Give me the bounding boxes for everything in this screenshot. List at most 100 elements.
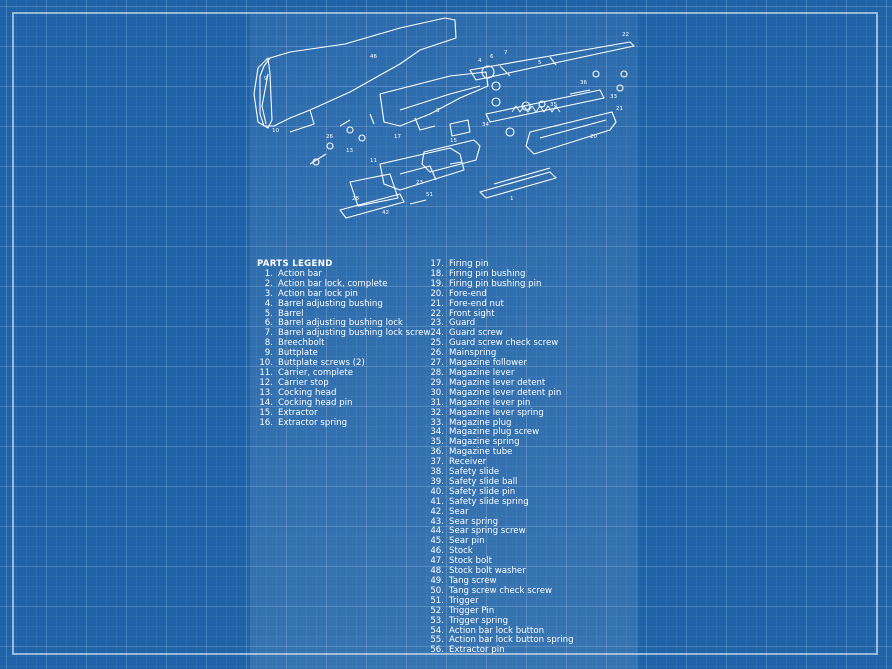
legend-item-number: 3.: [264, 288, 273, 299]
callout-label: 5: [538, 60, 542, 66]
breechbolt-drawing: [421, 139, 481, 173]
legend-item-number: 16.: [259, 417, 273, 428]
callout-label: 7: [504, 50, 508, 56]
legend-item-number: 29.: [430, 377, 444, 388]
legend-item: 36.Magazine tube: [430, 447, 574, 458]
callout-label: 6: [490, 54, 494, 60]
legend-item: 17.Firing pin: [430, 259, 574, 270]
legend-item: 20.Fore-end: [430, 288, 574, 300]
legend-item-number: 12.: [259, 377, 273, 388]
legend-item-name: Extractor spring: [278, 417, 348, 428]
legend-item-number: 48.: [430, 566, 444, 577]
legend-item: 31.Magazine lever pin: [430, 398, 574, 409]
legend-item-name: Carrier stop: [278, 377, 329, 388]
legend-item-name: Safety slide ball: [449, 476, 518, 487]
legend-item-number: 26.: [430, 348, 444, 359]
legend-item: 9.Buttplate: [257, 348, 431, 359]
legend-item-number: 37.: [430, 457, 444, 468]
legend-item: 13.Cocking head: [257, 388, 431, 399]
legend-item-name: Action bar lock, complete: [278, 278, 388, 289]
legend-item: 42.Sear: [430, 506, 574, 518]
legend-item: 40.Safety slide pin: [430, 487, 574, 498]
legend-item-name: Action bar lock pin: [278, 288, 358, 299]
legend-item-number: 9.: [264, 348, 273, 359]
legend-item: 32.Magazine lever spring: [430, 407, 574, 419]
legend-item: 5.Barrel: [257, 309, 431, 320]
legend-item-number: 21.: [430, 298, 444, 309]
legend-item-name: Magazine lever spring: [449, 407, 544, 418]
callout-label: 15: [450, 138, 457, 144]
legend-item-name: Action bar lock button: [449, 625, 545, 636]
legend-item-name: Action bar: [278, 268, 322, 279]
legend-item-name: Firing pin bushing pin: [449, 278, 542, 289]
legend-item-name: Magazine plug screw: [449, 427, 540, 438]
legend-item-name: Fore-end: [449, 288, 487, 299]
legend-item-name: Firing pin: [449, 259, 489, 269]
legend-item-number: 52.: [430, 605, 444, 616]
legend-item-number: 22.: [430, 308, 444, 319]
legend-item: 34.Magazine plug screw: [430, 428, 574, 438]
legend-item: 45.Sear pin: [430, 536, 574, 547]
legend-item-number: 10.: [259, 358, 273, 369]
legend-item-name: Sear spring screw: [449, 526, 526, 537]
legend-item-number: 4.: [264, 298, 273, 309]
legend-item: 12. Carrier stop: [257, 377, 431, 389]
legend-item-name: Receiver: [449, 457, 487, 468]
legend-item-name: Extractor: [278, 407, 318, 418]
legend-item: 21.Fore-end nut: [430, 298, 574, 310]
legend-item-name: Front sight: [449, 308, 495, 319]
legend-item-number: 43.: [430, 516, 444, 527]
legend-item: 54.Action bar lock button: [430, 625, 574, 637]
legend-item-number: 8.: [264, 338, 273, 349]
legend-item-name: Stock bolt: [449, 556, 492, 567]
legend-item: 11.Carrier, complete: [257, 368, 431, 379]
legend-item-name: Barrel adjusting bushing lock screw: [278, 328, 431, 339]
legend-item: 50.Tang screw check screw: [430, 585, 574, 597]
legend-item-number: 19.: [430, 278, 444, 289]
legend-item-name: Stock: [449, 546, 473, 557]
legend-item-name: Magazine spring: [449, 437, 520, 448]
legend-item: 8.Breechbolt: [257, 338, 431, 349]
legend-item-number: 55.: [430, 635, 444, 646]
buttplate-drawing: [253, 57, 273, 129]
legend-item: 55.Action bar lock button spring: [430, 635, 573, 646]
legend-item-number: 2.: [264, 278, 273, 289]
callout-label: 21: [616, 106, 623, 112]
legend-item: 23.Guard: [430, 319, 574, 329]
legend-item-name: Magazine lever: [449, 367, 515, 378]
legend-item: 33.Magazine plug: [430, 418, 574, 429]
legend-item-number: 14.: [259, 397, 273, 408]
magazine-spring-drawing: [511, 105, 561, 113]
legend-item-number: 39.: [430, 476, 444, 487]
legend-item-name: Sear: [449, 506, 469, 517]
legend-item-number: 41.: [430, 496, 444, 507]
legend-item: 14.Cocking head pin: [257, 397, 431, 409]
stock-drawing: [259, 17, 457, 127]
legend-item-number: 36.: [430, 447, 444, 458]
legend-item-number: 15.: [259, 407, 273, 418]
legend-item-number: 23.: [430, 318, 444, 329]
legend-item: 51.Trigger: [430, 595, 574, 607]
legend-item-number: 30.: [430, 387, 444, 398]
receiver-drawing: [379, 71, 489, 127]
legend-item-name: Magazine follower: [449, 358, 527, 369]
legend-item: 16. Extractor spring: [257, 417, 431, 429]
callout-label: 51: [426, 192, 433, 198]
legend-item-number: 35.: [430, 437, 444, 448]
callout-label: 20: [590, 134, 597, 140]
parts-legend-title: PARTS LEGEND: [257, 259, 333, 269]
blueprint-border: [12, 12, 878, 655]
legend-item-name: Tang screw check screw: [449, 585, 553, 596]
legend-item-name: Trigger Pin: [449, 605, 495, 616]
legend-item: 6.Barrel adjusting bushing lock: [257, 319, 431, 329]
exploded-parts-diagram: 22 5 6 7 4 9 8 1 11 23 15 10 20 21 35 36…: [250, 14, 638, 234]
legend-item-name: Magazine lever detent: [449, 377, 546, 388]
legend-item-number: 51.: [430, 595, 444, 606]
legend-item: 3. Action bar lock pin: [257, 288, 431, 300]
callout-label: 42: [382, 210, 389, 216]
callout-label: 11: [370, 158, 377, 164]
legend-item-number: 46.: [430, 546, 444, 557]
legend-item-number: 27.: [430, 358, 444, 369]
legend-item: 48.Stock bolt washer: [430, 566, 574, 577]
legend-item: 15. Extractor: [257, 407, 431, 419]
